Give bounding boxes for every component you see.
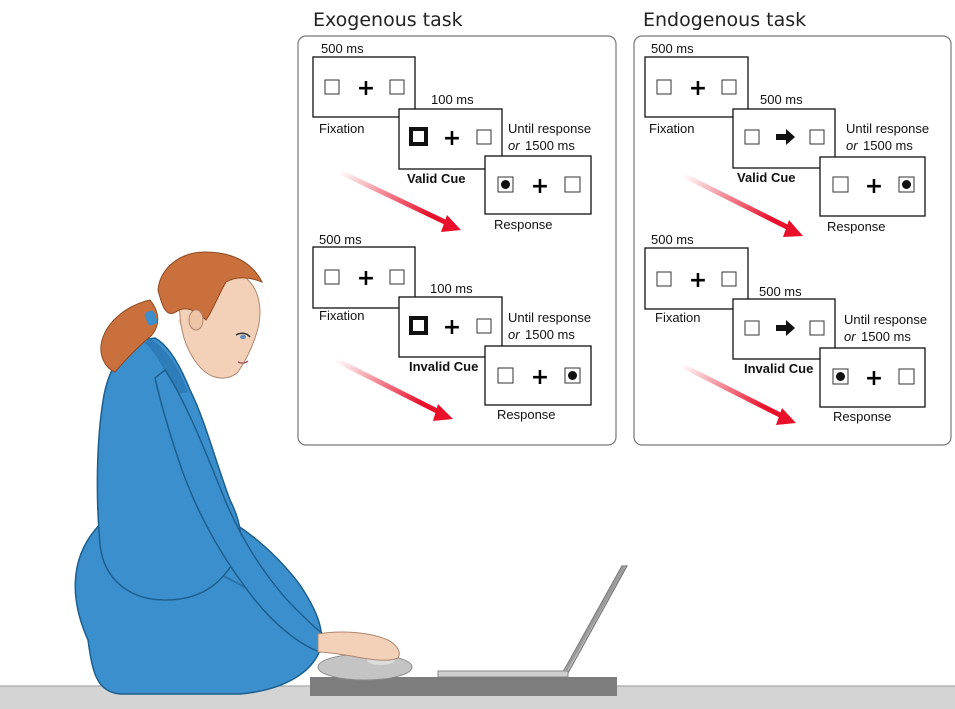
right-arrow-cue-icon: [776, 129, 795, 145]
endo-invalid-time-arrow: [678, 362, 796, 425]
person-illustration: [74, 251, 400, 695]
exogenous-frame: [297, 35, 617, 446]
exo-valid-fixation-screen: +: [312, 56, 416, 118]
exo-invalid-fixation-screen: +: [312, 246, 416, 309]
endo-invalid-sequence: 500 ms + Fixation 500 ms Invalid Cue Unt…: [644, 232, 927, 425]
exo-invalid-sequence: 500 ms + Fixation 100 ms + Invalid Cue U…: [312, 232, 592, 422]
endo-valid-response-time-1: Until response: [846, 121, 929, 136]
exo-valid-time-arrow: [337, 169, 461, 232]
svg-text:+: +: [531, 174, 549, 199]
endogenous-title: Endogenous task: [643, 9, 806, 31]
endo-invalid-cue-time: 500 ms: [759, 284, 802, 299]
endo-invalid-response-time-or: or: [844, 329, 856, 344]
svg-text:+: +: [443, 315, 461, 340]
exo-valid-cue-time: 100 ms: [431, 92, 474, 107]
exo-invalid-cue-time: 100 ms: [430, 281, 473, 296]
svg-text:+: +: [357, 76, 375, 101]
exo-valid-response-time-2: 1500 ms: [525, 138, 575, 153]
exo-valid-response-time-1: Until response: [508, 121, 591, 136]
endo-invalid-response-label: Response: [833, 409, 892, 424]
endo-valid-sequence: 500 ms + Fixation 500 ms Valid Cue Until…: [644, 41, 929, 237]
endo-valid-response-screen: +: [819, 156, 926, 217]
endo-valid-time-arrow: [680, 172, 803, 237]
endo-invalid-cue-screen: [732, 298, 836, 360]
endo-invalid-cue-label: Invalid Cue: [744, 361, 813, 376]
laptop-illustration: [437, 565, 629, 678]
exo-valid-response-screen: +: [484, 155, 592, 215]
endo-valid-cue-screen: [732, 108, 836, 169]
svg-text:+: +: [689, 76, 707, 101]
endo-valid-response-time-2: 1500 ms: [863, 138, 913, 153]
endo-invalid-response-time-2: 1500 ms: [861, 329, 911, 344]
exo-invalid-response-label: Response: [497, 407, 556, 422]
endo-valid-fixation-time: 500 ms: [651, 41, 694, 56]
endo-invalid-response-screen: +: [819, 347, 926, 408]
endo-valid-response-label: Response: [827, 219, 886, 234]
exo-valid-response-time-or: or: [508, 138, 520, 153]
endo-invalid-fixation-screen: +: [644, 247, 749, 310]
endo-valid-response-time-or: or: [846, 138, 858, 153]
exo-valid-sequence: 500 ms + Fixation 100 ms + Valid Cue Unt…: [312, 41, 592, 232]
exo-valid-cue-label: Valid Cue: [407, 171, 466, 186]
svg-text:+: +: [689, 268, 707, 293]
svg-text:+: +: [357, 266, 375, 291]
svg-text:+: +: [531, 365, 549, 390]
exo-invalid-response-screen: +: [484, 345, 592, 406]
exogenous-title: Exogenous task: [313, 9, 463, 31]
exo-valid-fixation-time: 500 ms: [321, 41, 364, 56]
exo-valid-fixation-label: Fixation: [319, 121, 365, 136]
endo-invalid-response-time-1: Until response: [844, 312, 927, 327]
endo-valid-fixation-screen: +: [644, 56, 749, 118]
endo-valid-cue-time: 500 ms: [760, 92, 803, 107]
desk-base: [310, 677, 617, 696]
endo-invalid-fixation-label: Fixation: [655, 310, 701, 325]
exo-invalid-cue-label: Invalid Cue: [409, 359, 478, 374]
exo-valid-response-label: Response: [494, 217, 553, 232]
endo-invalid-fixation-time: 500 ms: [651, 232, 694, 247]
exo-invalid-response-time-2: 1500 ms: [525, 327, 575, 342]
exo-invalid-fixation-time: 500 ms: [319, 232, 362, 247]
endo-valid-cue-label: Valid Cue: [737, 170, 796, 185]
endo-valid-fixation-label: Fixation: [649, 121, 695, 136]
exo-invalid-fixation-label: Fixation: [319, 308, 365, 323]
svg-text:+: +: [443, 126, 461, 151]
exo-invalid-response-time-1: Until response: [508, 310, 591, 325]
svg-text:+: +: [865, 174, 883, 199]
endogenous-frame: [633, 35, 952, 446]
svg-text:+: +: [865, 366, 883, 391]
exo-invalid-response-time-or: or: [508, 327, 520, 342]
right-arrow-cue-icon: [776, 320, 795, 336]
endogenous-panel: Endogenous task 500 ms + Fixation 500 ms…: [633, 9, 952, 446]
exo-invalid-time-arrow: [333, 357, 453, 421]
exogenous-panel: Exogenous task 500 ms + Fixation 100 ms …: [297, 9, 617, 446]
